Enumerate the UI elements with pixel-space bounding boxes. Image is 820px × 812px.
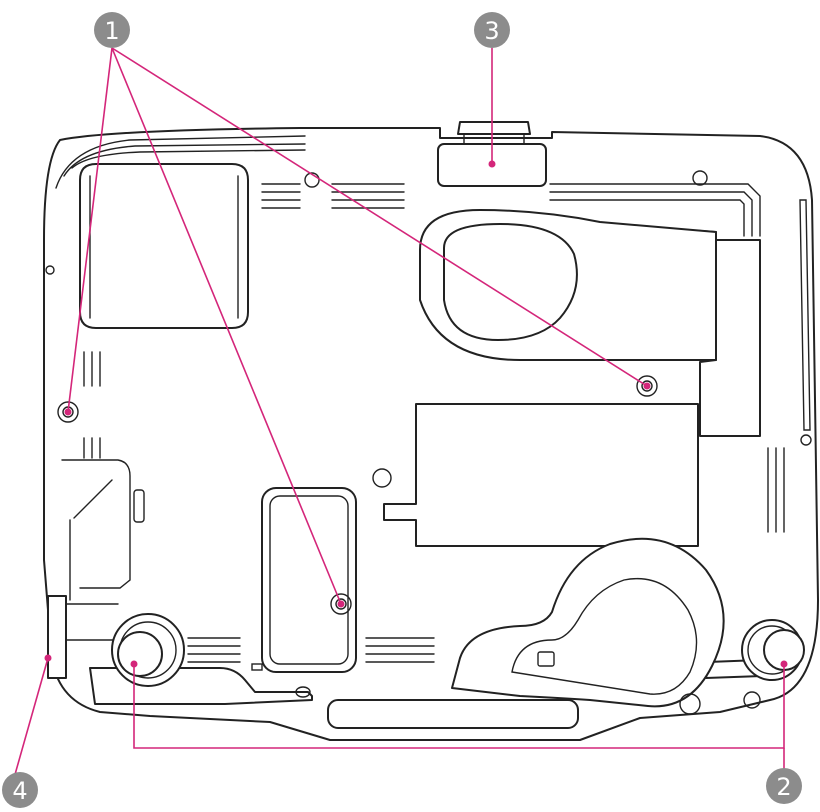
edge-line [549, 199, 745, 237]
leader-line-1a [67, 47, 113, 413]
edge-line [71, 149, 306, 169]
leader-lines [13, 47, 785, 779]
front-foot-left [111, 613, 185, 687]
leader-line-4 [13, 657, 49, 779]
leader-line-2 [133, 664, 785, 749]
front-foot-right [741, 619, 805, 681]
top-vents [261, 170, 708, 209]
leader-line-1b [111, 47, 342, 605]
callout-number-1: 1 [104, 17, 119, 45]
top-left-panel [79, 163, 249, 329]
callout-number-3: 3 [484, 17, 499, 45]
leader-line-1c [111, 47, 648, 387]
leader-dots [44, 160, 788, 668]
callout-badge-1: 1 [94, 12, 130, 48]
callout-badge-2: 2 [766, 768, 802, 804]
callout-number-2: 2 [776, 773, 791, 801]
callout-badge-4: 4 [2, 772, 38, 808]
left-vents [83, 351, 785, 533]
lamp-cover [372, 403, 699, 547]
callout-badge-3: 3 [474, 12, 510, 48]
edge-line [549, 191, 753, 237]
lens-lever [451, 537, 761, 715]
center-bottom-panel [187, 487, 435, 673]
side-button [800, 434, 812, 446]
side-rail [799, 199, 811, 431]
bottom-hole [295, 686, 311, 698]
bottom-bar [327, 699, 579, 729]
callout-number-4: 4 [12, 777, 27, 805]
edge-line [63, 143, 306, 177]
side-button [45, 265, 55, 275]
lens-duct [419, 209, 761, 437]
left-front [47, 459, 145, 679]
edge-line [55, 135, 306, 189]
edge-line [549, 183, 761, 237]
